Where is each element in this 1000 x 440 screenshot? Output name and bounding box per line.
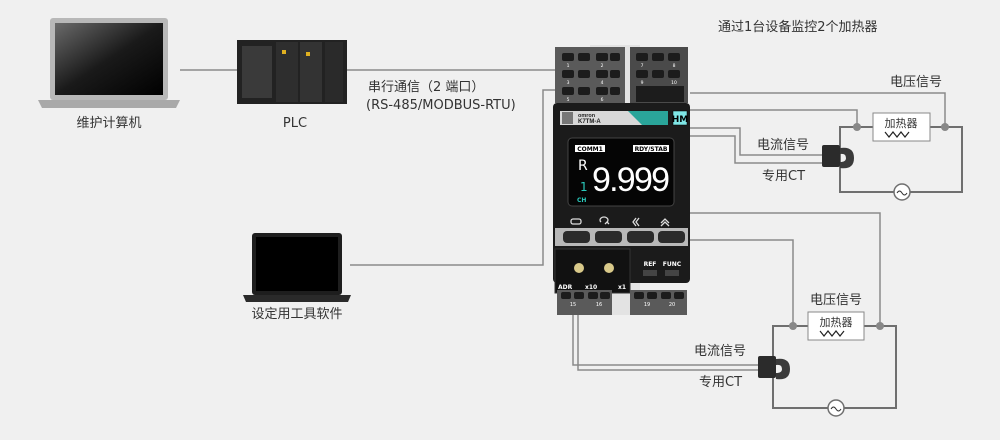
voltage-signal-2-label: 电压信号 (810, 293, 862, 308)
cycle-button[interactable] (595, 231, 622, 243)
ct-sensor-icon (822, 145, 854, 169)
adr-x1-dial[interactable] (604, 263, 614, 273)
x10-label: x10 (585, 284, 597, 291)
terminal-15: 15 (570, 302, 576, 308)
up-button[interactable] (658, 231, 685, 243)
adr-x10-dial[interactable] (574, 263, 584, 273)
up-key-icon (660, 218, 670, 227)
model-label: K7TM-A (578, 119, 601, 125)
adr-label: ADR (558, 284, 573, 291)
setting-laptop-icon (243, 233, 351, 302)
plc-label: PLC (283, 116, 307, 131)
measured-value: 9.999 (592, 161, 670, 199)
terminal-4: 4 (601, 80, 604, 86)
k7tm-device: omron K7TM-A HM COMM1 RDY/STAB R 9.999 1… (553, 45, 690, 315)
setting-software-label: 设定用工具软件 (251, 307, 342, 322)
terminal-3: 3 (567, 80, 570, 86)
ct-1-label: 专用CT (762, 169, 805, 184)
terminal-6: 6 (601, 97, 604, 103)
channel-number: 1 (580, 180, 588, 194)
cycle-key-icon (599, 216, 610, 225)
terminal-9: 9 (641, 80, 644, 86)
terminal-5: 5 (567, 97, 570, 103)
func-button[interactable] (665, 270, 679, 276)
ac-source-icon (827, 399, 845, 417)
terminal-19: 19 (644, 302, 650, 308)
x1-label: x1 (618, 284, 626, 291)
heater-1-label: 加热器 (885, 117, 918, 130)
current-signal-1-label: 电流信号 (757, 138, 809, 153)
func-label: FUNC (663, 261, 682, 268)
terminal-8: 8 (673, 63, 676, 69)
maintenance-laptop-icon (38, 18, 180, 108)
communication-wires (180, 69, 555, 266)
ct-sensor-icon (758, 356, 790, 380)
plc-icon (237, 40, 347, 104)
channel-label: CH (577, 197, 586, 204)
resistor-icon (884, 131, 910, 138)
terminal-2: 2 (601, 63, 604, 69)
ref-button[interactable] (643, 270, 657, 276)
resistor-icon (819, 330, 845, 337)
voltage-signal-1-label: 电压信号 (890, 75, 942, 90)
brand-logo: omron (578, 113, 596, 119)
terminal-10: 10 (671, 80, 677, 86)
diagram-title: 通过1台设备监控2个加热器 (718, 19, 878, 35)
current-signal-2-label: 电流信号 (694, 344, 746, 359)
comm-protocol-label: (RS-485/MODBUS-RTU) (366, 98, 516, 113)
comm-label: 串行通信（2 端口） (368, 80, 484, 95)
shift-button[interactable] (627, 231, 654, 243)
terminal-20: 20 (669, 302, 675, 308)
mode-indicator: R (578, 158, 588, 174)
terminal-16: 16 (596, 302, 602, 308)
shift-key-icon (632, 217, 640, 227)
comm-indicator: COMM1 (577, 146, 603, 153)
ct-2-label: 专用CT (699, 375, 742, 390)
terminal-1: 1 (567, 63, 570, 69)
circuit-2: 加热器 (572, 212, 897, 417)
maintenance-pc-label: 维护计算机 (76, 116, 141, 131)
hm-badge: HM (672, 115, 689, 125)
status-indicator: RDY/STAB (635, 146, 668, 153)
mode-button[interactable] (563, 231, 590, 243)
heater-2-label: 加热器 (820, 316, 853, 329)
ref-label: REF (644, 261, 657, 268)
ac-source-icon (893, 183, 911, 201)
mode-key-icon (570, 218, 582, 225)
circuit-1: 加热器 (690, 92, 963, 201)
terminal-7: 7 (641, 63, 644, 69)
